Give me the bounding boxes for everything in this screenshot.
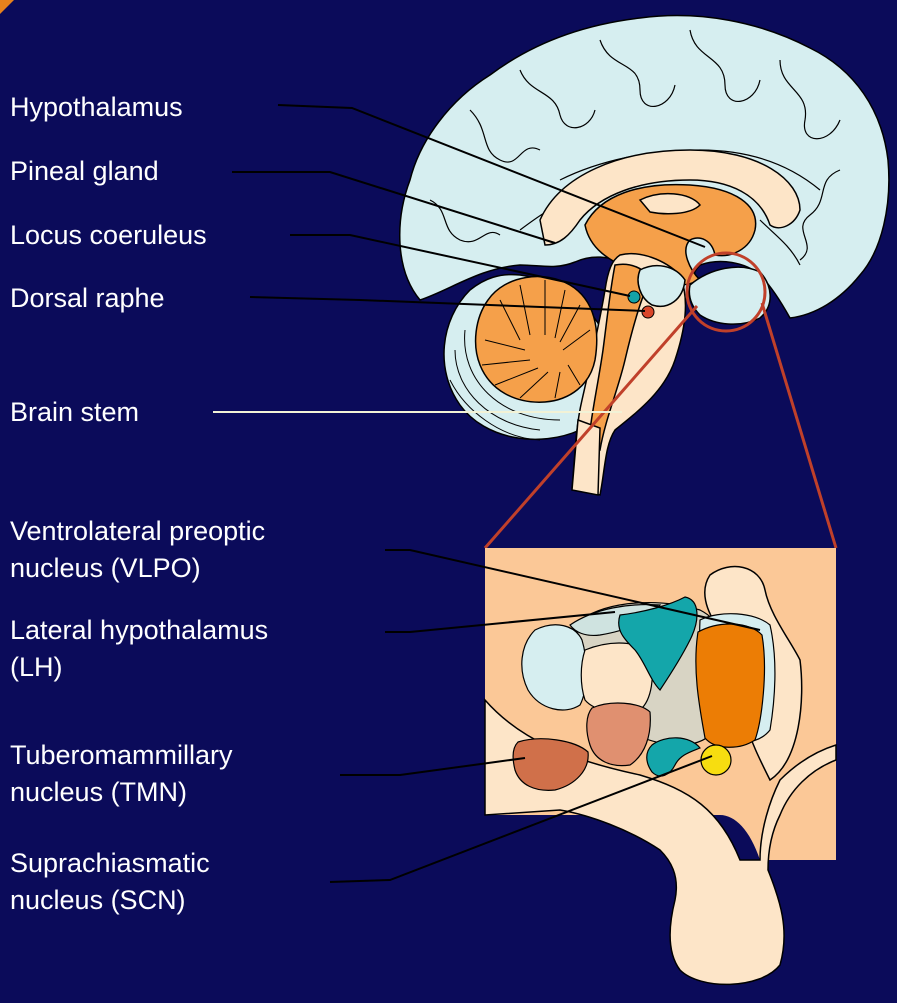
vlpo-region xyxy=(696,624,765,747)
label-vlpo-line2: nucleus (VLPO) xyxy=(10,551,201,585)
dorsal-raphe-dot xyxy=(642,306,654,318)
scn-dot xyxy=(701,745,731,775)
label-brain-stem: Brain stem xyxy=(10,395,139,429)
label-hypothalamus: Hypothalamus xyxy=(10,90,183,124)
magnify-line-right xyxy=(762,303,836,548)
brain-sagittal xyxy=(400,16,889,495)
label-locus-coeruleus: Locus coeruleus xyxy=(10,218,207,252)
label-scn-line2: nucleus (SCN) xyxy=(10,883,186,917)
label-vlpo-line1: Ventrolateral preoptic xyxy=(10,514,265,548)
locus-coeruleus-dot xyxy=(628,291,640,303)
label-pineal-gland: Pineal gland xyxy=(10,154,159,188)
label-dorsal-raphe: Dorsal raphe xyxy=(10,281,165,315)
label-lh-line1: Lateral hypothalamus xyxy=(10,613,268,647)
label-scn-line1: Suprachiasmatic xyxy=(10,846,210,880)
label-lh-line2: (LH) xyxy=(10,650,63,684)
label-tmn-line1: Tuberomammillary xyxy=(10,738,233,772)
hypothalamus-inset xyxy=(485,548,836,984)
label-tmn-line2: nucleus (TMN) xyxy=(10,775,187,809)
